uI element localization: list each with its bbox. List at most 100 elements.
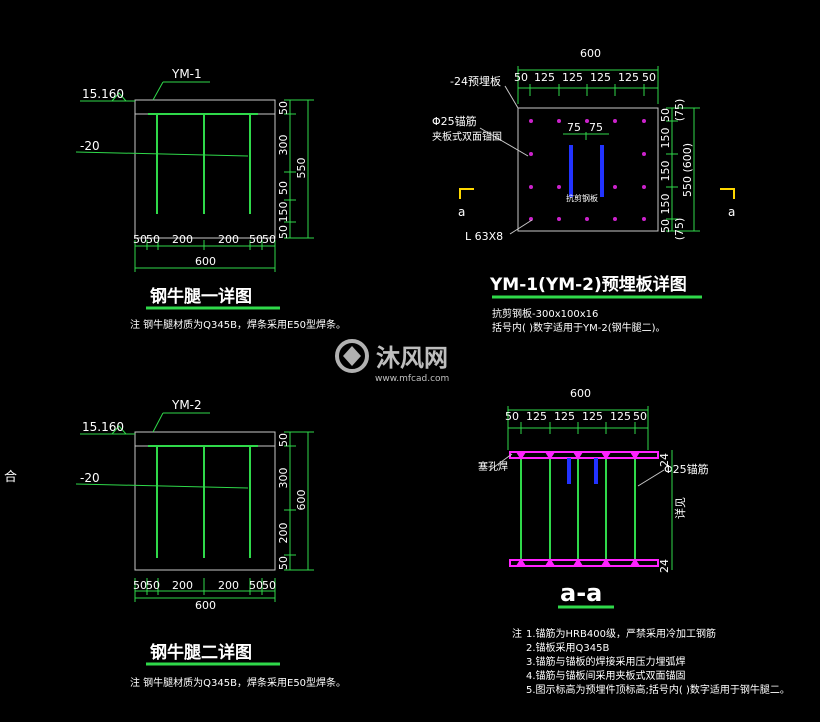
svg-text:50: 50 — [262, 233, 276, 246]
leg2-title: 钢牛腿二详图 — [150, 642, 252, 663]
svg-text:150: 150 — [277, 202, 290, 223]
svg-text:(75): (75) — [673, 99, 686, 122]
note-line: 2.锚板采用Q345B — [526, 641, 609, 654]
note-line: 5.图示标高为预埋件顶标高;括号内( )数字适用于钢牛腿二。 — [526, 683, 790, 696]
section-anchor-label: Φ25锚筋 — [664, 462, 709, 476]
plate-label: -24预埋板 — [450, 74, 501, 88]
svg-text:50: 50 — [262, 579, 276, 592]
svg-text:125: 125 — [562, 71, 583, 84]
watermark-url: www.mfcad.com — [375, 374, 449, 384]
svg-text:50: 50 — [277, 225, 290, 239]
svg-text:600: 600 — [580, 47, 601, 60]
svg-text:50: 50 — [133, 579, 147, 592]
embed-plate-detail: 75 75 抗剪钢板 600 50 125 125 125 125 50 50 … — [432, 47, 735, 334]
svg-text:125: 125 — [526, 410, 547, 423]
svg-text:a: a — [728, 205, 735, 219]
anchor-bar-grid — [529, 119, 646, 221]
svg-text:125: 125 — [554, 410, 575, 423]
leg2-plate — [134, 431, 276, 447]
leg1-title: 钢牛腿一详图 — [150, 286, 252, 307]
svg-text:600: 600 — [570, 387, 591, 400]
watermark-brand: 沐风网 — [376, 344, 448, 372]
svg-text:75: 75 — [589, 121, 603, 134]
svg-text:200: 200 — [172, 233, 193, 246]
svg-text:详见: 详见 — [673, 497, 687, 519]
leg1-mark: YM-1 — [171, 67, 202, 81]
section-mark-left — [459, 188, 474, 199]
svg-text:注: 注 — [512, 627, 522, 640]
svg-text:50: 50 — [277, 556, 290, 570]
svg-text:200: 200 — [218, 579, 239, 592]
svg-text:50: 50 — [659, 108, 672, 122]
section-aa: 600 50 125 125 125 125 50 塞孔焊 Φ25锚筋 24 — [478, 387, 709, 609]
leg2-plate-label: -20 — [80, 471, 100, 485]
svg-text:50: 50 — [277, 181, 290, 195]
leg2-elev: 15.160 — [82, 420, 124, 434]
svg-text:(75): (75) — [673, 218, 686, 241]
svg-text:300: 300 — [277, 135, 290, 156]
watermark-logo-icon — [335, 339, 369, 373]
leg2-detail: 15.160 YM-2 -20 50 300 600 200 50 50 50 … — [75, 398, 346, 689]
svg-text:125: 125 — [590, 71, 611, 84]
svg-text:50: 50 — [505, 410, 519, 423]
svg-text:50: 50 — [133, 233, 147, 246]
svg-text:600: 600 — [195, 599, 216, 612]
svg-text:550: 550 — [295, 158, 308, 179]
section-title: a-a — [560, 579, 602, 607]
anchor-label: Φ25锚筋 — [432, 114, 477, 128]
svg-text:24: 24 — [658, 453, 671, 467]
svg-text:125: 125 — [610, 410, 631, 423]
leg1-detail: 15.160 YM-1 -20 50 300 550 50 150 50 50 — [75, 67, 346, 331]
leg1-note: 注 钢牛腿材质为Q345B，焊条采用E50型焊条。 — [130, 318, 346, 331]
svg-text:50: 50 — [146, 579, 160, 592]
svg-text:200: 200 — [172, 579, 193, 592]
shear-label: 抗剪钢板 — [566, 193, 598, 203]
general-notes: 注 1.锚筋为HRB400级，严禁采用冷加工钢筋 2.锚板采用Q345B 3.锚… — [512, 627, 790, 696]
leg1-elev: 15.160 — [82, 87, 124, 101]
embed-plate-outline — [517, 107, 659, 232]
svg-text:550 (600): 550 (600) — [681, 143, 694, 197]
anchor-bars — [520, 458, 636, 560]
svg-text:50: 50 — [277, 433, 290, 447]
svg-text:150: 150 — [659, 128, 672, 149]
section-mark-right — [720, 188, 735, 199]
svg-text:50: 50 — [277, 101, 290, 115]
svg-text:300: 300 — [277, 468, 290, 489]
shear-plate — [600, 145, 604, 197]
svg-text:600: 600 — [295, 490, 308, 511]
svg-text:50: 50 — [249, 579, 263, 592]
svg-text:50: 50 — [514, 71, 528, 84]
shear-plate — [569, 145, 573, 197]
note-line: 1.锚筋为HRB400级，严禁采用冷加工钢筋 — [526, 627, 716, 640]
plate-note-1: 抗剪钢板-300x100x16 — [492, 307, 598, 320]
svg-text:24: 24 — [658, 559, 671, 573]
svg-text:150: 150 — [659, 161, 672, 182]
svg-text:150: 150 — [659, 194, 672, 215]
svg-text:75: 75 — [567, 121, 581, 134]
shear-plate — [594, 458, 598, 484]
leg1-plate — [134, 99, 276, 115]
svg-text:125: 125 — [618, 71, 639, 84]
svg-text:50: 50 — [146, 233, 160, 246]
note-line: 4.锚筋与锚板间采用夹板式双面锚固 — [526, 669, 686, 682]
bottom-plate — [509, 559, 659, 567]
svg-text:50: 50 — [659, 219, 672, 233]
svg-text:200: 200 — [277, 523, 290, 544]
svg-text:600: 600 — [195, 255, 216, 268]
svg-text:50: 50 — [633, 410, 647, 423]
svg-text:125: 125 — [534, 71, 555, 84]
svg-text:200: 200 — [218, 233, 239, 246]
watermark: 沐风网 www.mfcad.com — [335, 339, 449, 384]
anchor-label-2: 夹板式双面锚固 — [432, 130, 502, 143]
edge-char: 合 — [4, 470, 17, 485]
note-line: 3.锚筋与锚板的焊接采用压力埋弧焊 — [526, 655, 686, 668]
plate-note-2: 括号内( )数字适用于YM-2(钢牛腿二)。 — [492, 321, 666, 334]
angle-label: L 63X8 — [465, 230, 503, 243]
svg-text:50: 50 — [642, 71, 656, 84]
weld-label: 塞孔焊 — [478, 460, 508, 473]
leg2-note: 注 钢牛腿材质为Q345B，焊条采用E50型焊条。 — [130, 676, 346, 689]
svg-text:a: a — [458, 205, 465, 219]
plate-title: YM-1(YM-2)预埋板详图 — [489, 274, 687, 295]
leg2-mark: YM-2 — [171, 398, 202, 412]
